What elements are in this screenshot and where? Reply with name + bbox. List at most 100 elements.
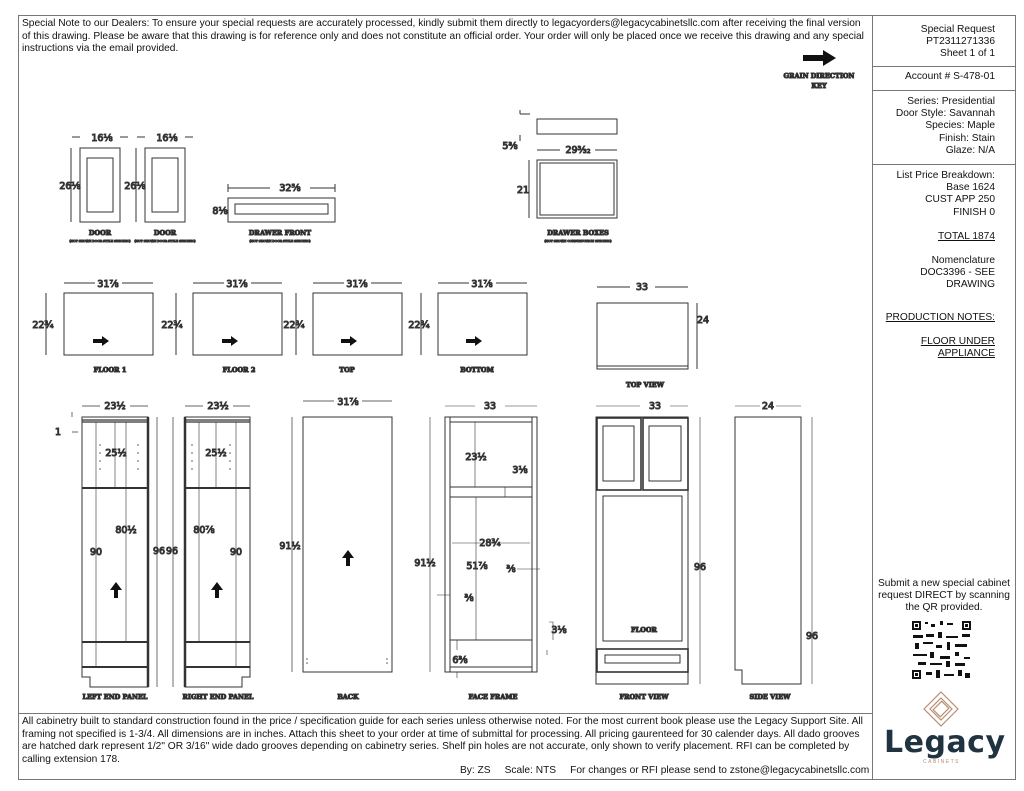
dim-text: 80½ — [115, 525, 136, 536]
dim-text: 26⅛ — [59, 181, 80, 192]
top-view-drawing: 33 24 TOP VIEW — [596, 282, 710, 390]
face-frame-drawing: 33 91½ 23½ 3⅛ 28¾ 51⅞ ⅜ ⅜ 3⅛ 6⅜ FACE FRA… — [414, 401, 567, 702]
back-drawing: 31⅞ 91½ BACK — [279, 397, 393, 702]
dealer-note: Special Note to our Dealers: To ensure y… — [22, 18, 864, 54]
door-2-drawing: 16⅛ 26⅛ DOOR (NOT SHOWN DOOR STYLE SPECI… — [124, 133, 196, 244]
part-label: LEFT END PANEL — [83, 693, 148, 701]
part-label: FLOOR 1 — [94, 366, 127, 374]
dim-text: 3⅛ — [551, 625, 566, 636]
drawer-front-drawing: 32⅝ 8⅛ DRAWER FRONT (NOT SHOWN DOOR STYL… — [212, 183, 336, 244]
part-label: BACK — [337, 693, 359, 701]
price-breakdown: List Price Breakdown: Base 1624 CUST APP… — [872, 170, 1016, 360]
part-label: TOP — [339, 366, 354, 374]
dim-text: 6⅜ — [452, 655, 467, 666]
dim-text: 31⅞ — [346, 279, 367, 290]
dim-text: 32⅝ — [279, 183, 300, 194]
dim-text: 22¾ — [32, 320, 53, 331]
glaze: Glaze: N/A — [945, 144, 995, 156]
dim-text: 80⅞ — [193, 525, 214, 536]
nomenclature-line1: DOC3396 - SEE — [920, 267, 995, 279]
dim-text: 31⅞ — [226, 279, 247, 290]
grain-arrow-icon — [341, 336, 357, 346]
sheet-number: Sheet 1 of 1 — [940, 48, 995, 60]
dim-text: 28¾ — [479, 538, 500, 549]
dim-text: 16⅛ — [91, 133, 112, 144]
rfi-contact: For changes or RFI please send to zstone… — [570, 765, 870, 776]
grain-arrow-icon — [342, 550, 354, 566]
dim-text: 16⅛ — [156, 133, 177, 144]
dim-text: 5⅜ — [502, 141, 517, 152]
grain-arrow-icon — [211, 582, 223, 598]
part-sublabel: (NOT SHOWN CONSTRUCTION SPECIFIC) — [544, 239, 611, 243]
production-heading: PRODUCTION NOTES: — [885, 311, 995, 323]
dim-text: 24 — [762, 401, 774, 412]
dim-text: 24 — [697, 315, 709, 326]
grain-arrow-icon — [222, 336, 238, 346]
legacy-diamond-logo-icon — [923, 691, 959, 727]
qr-code[interactable] — [912, 621, 971, 679]
account-number: Account # S-478-01 — [904, 71, 995, 82]
part-sublabel: (NOT SHOWN DOOR STYLE SPECIFIC) — [134, 239, 195, 243]
price-cust-app: CUST APP 250 — [925, 194, 995, 206]
door-style: Door Style: Savannah — [895, 108, 995, 120]
dim-text: 22¾ — [161, 320, 182, 331]
dim-text: 23½ — [207, 401, 228, 412]
dim-text: 31⅞ — [471, 279, 492, 290]
top-drawing: 31⅞ 22¾ TOP — [283, 279, 403, 375]
dim-text: 96 — [153, 546, 165, 557]
divider — [872, 66, 1016, 67]
part-label: FLOOR — [631, 626, 658, 634]
grain-arrow-icon — [110, 582, 122, 598]
part-label: DRAWER BOXES — [547, 229, 609, 237]
finish: Finish: Stain — [938, 132, 995, 144]
dim-text: 23½ — [104, 401, 125, 412]
dim-text: 23½ — [465, 452, 486, 463]
series: Series: Presidential — [907, 96, 995, 107]
part-label: DOOR — [89, 229, 112, 237]
dim-text: 22¾ — [283, 320, 304, 331]
title-block-divider — [872, 15, 873, 780]
part-label: FLOOR 2 — [223, 366, 256, 374]
dim-text: 90 — [230, 547, 242, 558]
dim-text: 8⅛ — [212, 206, 227, 217]
dim-text: 25½ — [105, 448, 126, 459]
grain-direction-key: GRAIN DIRECTION KEY — [783, 50, 855, 91]
dim-text: 21 — [517, 185, 529, 196]
door-1-drawing: 16⅛ 26⅛ DOOR (NOT SHOWN DOOR STYLE SPECI… — [59, 133, 131, 244]
grain-arrow-icon — [803, 50, 836, 66]
nomenclature-heading: Nomenclature — [931, 255, 995, 267]
part-label: FACE FRAME — [469, 693, 518, 701]
grain-key-label: GRAIN DIRECTION — [784, 72, 855, 80]
part-label: SIDE VIEW — [750, 693, 792, 701]
nomenclature-line2: DRAWING — [946, 279, 995, 291]
legacy-logo-sub: CABINETS — [923, 759, 961, 765]
price-finish: FINISH 0 — [953, 206, 995, 218]
dim-text: 29³⁄₃₂ — [565, 145, 590, 156]
right-end-panel-drawing: 23½ 25½ 80⅞ 90 96 RIGHT END PANEL — [165, 401, 254, 702]
front-view-drawing: FLOOR 33 96 FRONT VIEW — [595, 401, 707, 702]
dim-text: 96 — [166, 546, 178, 557]
drawn-by: By: ZS — [460, 765, 491, 776]
dim-text: 25½ — [205, 448, 226, 459]
dim-text: 91½ — [414, 558, 435, 569]
drawer-boxes-drawing: 5⅜ 29³⁄₃₂ 21 DRAWER BOXES (NOT SHOWN CON… — [502, 110, 618, 244]
dim-text: 91½ — [279, 541, 300, 552]
production-line2: APPLIANCE — [937, 348, 995, 360]
part-label: DRAWER FRONT — [249, 229, 311, 237]
dim-text: 1 — [55, 427, 61, 438]
scale: Scale: NTS — [504, 765, 557, 776]
production-line1: FLOOR UNDER — [920, 335, 995, 347]
request-info: Special Request PT2311271336 Sheet 1 of … — [872, 24, 1016, 61]
bottom-drawing: 31⅞ 22¾ BOTTOM — [408, 279, 528, 375]
part-sublabel: (NOT SHOWN DOOR STYLE SPECIFIC) — [249, 239, 310, 243]
dim-text: 90 — [90, 547, 102, 558]
price-total: TOTAL 1874 — [937, 230, 995, 242]
part-label: RIGHT END PANEL — [183, 693, 254, 701]
divider — [872, 164, 1016, 165]
floor-1-drawing: 31⅞ 22¾ FLOOR 1 — [32, 279, 154, 375]
left-end-panel-drawing: 23½ 1 25½ 80½ 90 96 LEFT END PANEL — [54, 401, 165, 702]
grain-arrow-icon — [93, 336, 109, 346]
dim-text: ⅜ — [464, 593, 473, 604]
request-number: PT2311271336 — [926, 36, 995, 48]
